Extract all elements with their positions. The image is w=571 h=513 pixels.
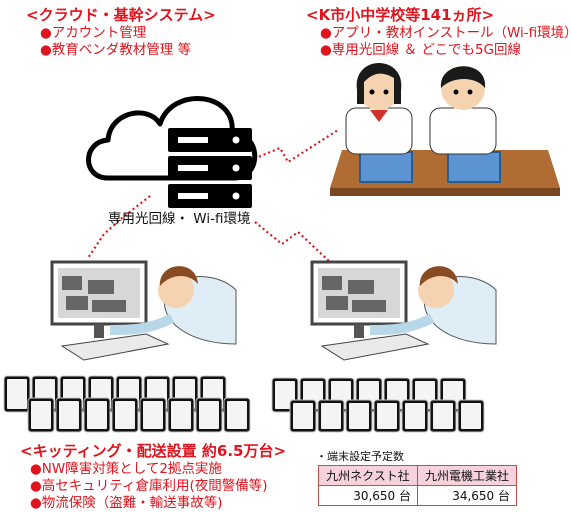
tablet-screen <box>199 401 219 429</box>
devices-value-nextsha: 30,650 台 <box>318 485 418 506</box>
schools-heading: <K市小中学校等141ヵ所> <box>306 6 495 24</box>
devices-value-denki: 34,650 台 <box>417 485 517 506</box>
kitting-item-redundancy: ●NW障害対策として2拠点実施 <box>30 461 222 477</box>
tablet-screen <box>227 401 247 429</box>
tablet-screen <box>171 401 191 429</box>
tablet-stack-left <box>3 375 251 433</box>
kitting-heading: <キッティング・配送設置 約6.5万台> <box>20 442 287 460</box>
tablet-screen <box>349 403 369 429</box>
tablet-screen <box>143 401 163 429</box>
tablet-screen <box>59 401 79 429</box>
tablet-screen <box>7 379 27 409</box>
cloud-item-vendor: ●教育ベンダ教材管理 等 <box>40 42 192 58</box>
kitting-item-insurance: ●物流保険（盗難・輸送事故等) <box>30 495 223 511</box>
cloud-item-account: ●アカウント管理 <box>40 25 147 41</box>
schools-item-install: ●アプリ・教材インストール（Wi-fi環境） <box>320 25 571 41</box>
devices-header-nextsha: 九州ネクスト社 <box>318 465 418 486</box>
tablet-screen <box>321 403 341 429</box>
link-cloud-to-left-pc <box>87 195 151 259</box>
right-operator-illustration <box>310 260 497 361</box>
schools-item-network: ●専用光回線 ＆ どこでも5G回線 <box>320 42 522 58</box>
devices-note: ・端末設定予定数 <box>316 450 404 463</box>
cloud-block: <クラウド・基幹システム> ●アカウント管理 ●教育ベンダ教材管理 等 <box>26 4 216 59</box>
server-icon <box>168 128 252 208</box>
tablet-screen <box>405 403 425 429</box>
kitting-block: <キッティング・配送設置 約6.5万台> ●NW障害対策として2拠点実施 ●高セ… <box>20 440 286 512</box>
tablet-screen <box>377 403 397 429</box>
students-illustration <box>330 63 560 196</box>
link-cloud-to-right-pc <box>254 221 331 263</box>
schools-block: <K市小中学校等141ヵ所> ●アプリ・教材インストール（Wi-fi環境） ●専… <box>306 4 571 59</box>
tablet-screen <box>461 403 481 429</box>
network-label: 専用光回線・ Wi-fi環境 <box>108 211 251 227</box>
devices-header-denki: 九州電機工業社 <box>417 465 517 486</box>
tablet-screen <box>433 403 453 429</box>
tablet-screen <box>293 403 313 429</box>
left-operator-illustration <box>50 260 237 361</box>
cloud-heading: <クラウド・基幹システム> <box>26 6 216 24</box>
tablet-screen <box>31 401 51 429</box>
devices-table: 九州ネクスト社 九州電機工業社 30,650 台 34,650 台 <box>318 465 517 506</box>
tablet-screen <box>87 401 107 429</box>
tablet-screen <box>115 401 135 429</box>
tablet-stack-right <box>271 377 485 433</box>
kitting-item-warehouse: ●高セキュリティ倉庫利用(夜間警備等) <box>30 478 268 494</box>
